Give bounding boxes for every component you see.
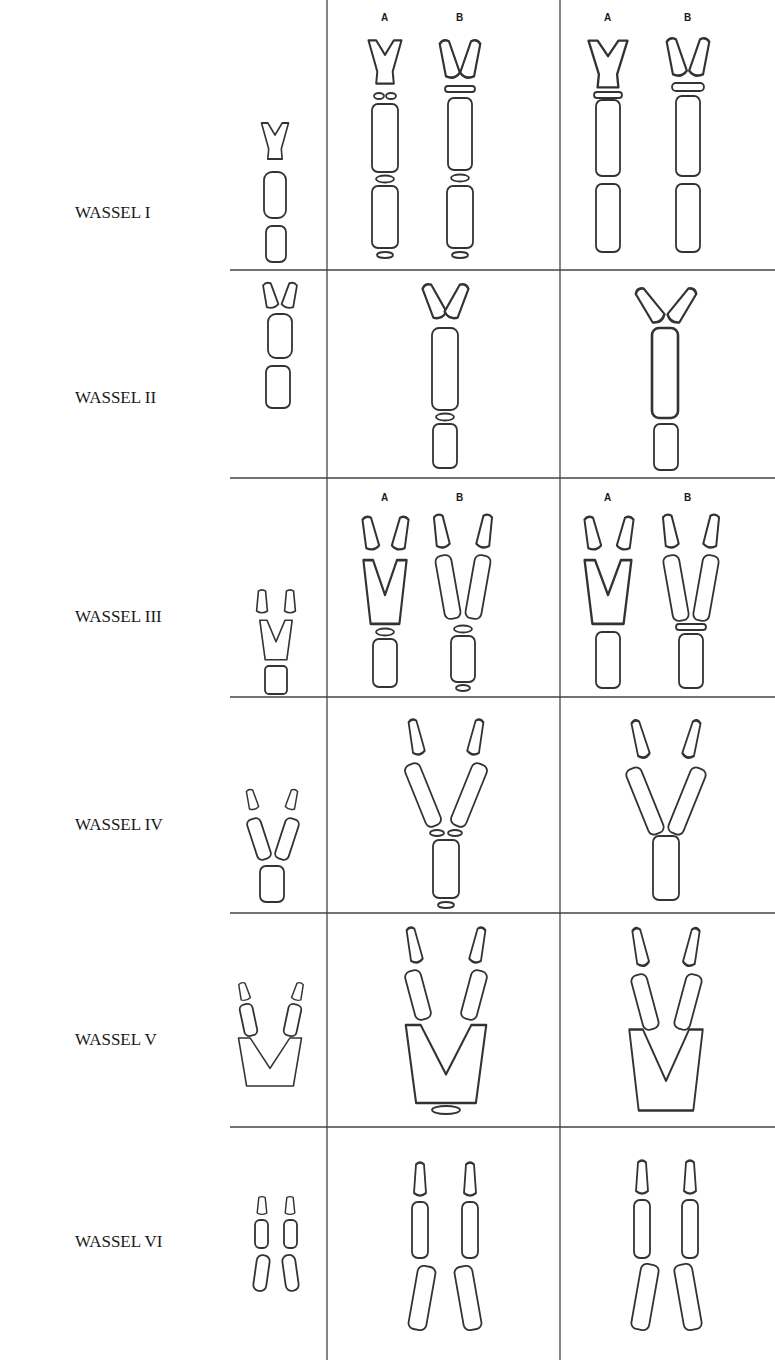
bone-drawing bbox=[582, 515, 636, 688]
variant-letter: B bbox=[684, 492, 691, 503]
variant-letter: A bbox=[381, 12, 388, 23]
bone-drawing bbox=[257, 590, 296, 694]
bone-drawing bbox=[253, 1197, 300, 1292]
bone-drawing bbox=[404, 926, 488, 1114]
type-label: WASSEL V bbox=[75, 1031, 157, 1050]
bone-drawing bbox=[403, 718, 489, 908]
bone-drawing bbox=[664, 37, 712, 252]
bone-drawing bbox=[245, 788, 301, 902]
bone-drawing bbox=[262, 123, 289, 262]
variant-letter: B bbox=[456, 492, 463, 503]
bone-drawing bbox=[360, 515, 411, 687]
bone-drawing bbox=[369, 40, 402, 258]
bone-drawing bbox=[419, 282, 471, 468]
bone-drawing bbox=[632, 285, 699, 470]
type-label: WASSEL IV bbox=[75, 816, 163, 835]
bone-drawing bbox=[629, 927, 703, 1111]
bone-drawing bbox=[237, 982, 305, 1086]
bone-drawing bbox=[408, 1162, 483, 1331]
bone-drawing bbox=[660, 514, 721, 688]
variant-letter: A bbox=[381, 492, 388, 503]
grid-lines bbox=[230, 0, 775, 1360]
bone-drawing bbox=[624, 719, 707, 900]
bone-drawing bbox=[261, 281, 300, 408]
bone-drawing bbox=[431, 514, 494, 691]
variant-letter: A bbox=[604, 492, 611, 503]
type-label: WASSEL III bbox=[75, 608, 162, 627]
variant-letter: B bbox=[456, 12, 463, 23]
type-label: WASSEL I bbox=[75, 204, 150, 223]
variant-letter: B bbox=[684, 12, 691, 23]
type-label: WASSEL II bbox=[75, 389, 156, 408]
variant-letter: A bbox=[604, 12, 611, 23]
bone-drawing bbox=[589, 41, 628, 252]
bone-drawing bbox=[437, 39, 483, 258]
type-label: WASSEL VI bbox=[75, 1233, 162, 1252]
bone-drawing bbox=[630, 1160, 702, 1331]
